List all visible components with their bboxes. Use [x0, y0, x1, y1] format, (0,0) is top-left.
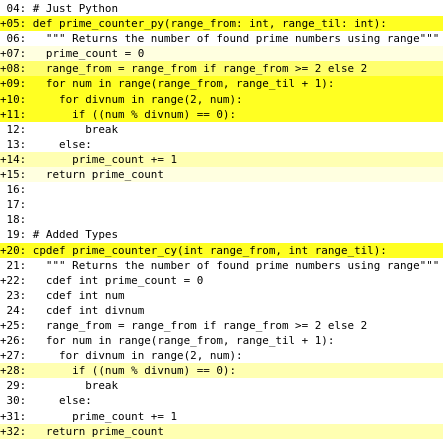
- line-code: for divnum in range(2, num):: [26, 349, 243, 363]
- code-line[interactable]: +15: return prime_count: [0, 167, 443, 183]
- line-code: prime_count = 0: [26, 47, 145, 61]
- line-number: 17:: [0, 198, 27, 212]
- line-number: +27:: [0, 349, 27, 363]
- line-number: 23:: [0, 288, 27, 302]
- code-line[interactable]: +10: for divnum in range(2, num):: [0, 91, 443, 107]
- code-line[interactable]: +25: range_from = range_from if range_fr…: [0, 318, 443, 333]
- line-code: prime_count += 1: [26, 409, 178, 423]
- line-number: +22:: [0, 273, 27, 287]
- code-line[interactable]: +08: range_from = range_from if range_fr…: [0, 61, 443, 77]
- line-code: # Just Python: [26, 2, 119, 15]
- code-line[interactable]: +05: def prime_counter_py(range_from: in…: [0, 16, 443, 32]
- line-code: cdef int prime_count = 0: [26, 273, 204, 287]
- line-code: # Added Types: [26, 228, 119, 242]
- line-number: 06:: [0, 32, 27, 46]
- line-code: for num in range(range_from, range_til +…: [26, 334, 335, 348]
- code-line[interactable]: 24: cdef int divnum: [0, 303, 443, 318]
- line-code: break: [26, 379, 119, 393]
- line-number: +20:: [0, 243, 27, 257]
- code-line[interactable]: 17:: [0, 197, 443, 212]
- line-code: cpdef prime_counter_cy(int range_from, i…: [26, 243, 387, 257]
- code-line[interactable]: 21: """ Returns the number of found prim…: [0, 258, 443, 273]
- line-number: +08:: [0, 62, 27, 76]
- line-number: 21:: [0, 258, 27, 272]
- code-line[interactable]: +09: for num in range(range_from, range_…: [0, 76, 443, 92]
- line-number: +28:: [0, 364, 27, 378]
- line-code: cdef int divnum: [26, 303, 145, 317]
- line-code: break: [26, 122, 119, 136]
- line-code: for num in range(range_from, range_til +…: [26, 77, 335, 91]
- code-line[interactable]: +28: if ((num % divnum) == 0):: [0, 363, 443, 379]
- code-line[interactable]: 19: # Added Types: [0, 227, 443, 242]
- code-line[interactable]: 12: break: [0, 122, 443, 137]
- line-number: 29:: [0, 379, 27, 393]
- code-line[interactable]: 23: cdef int num: [0, 288, 443, 303]
- line-code: for divnum in range(2, num):: [26, 92, 243, 106]
- line-code: """ Returns the number of found prime nu…: [26, 258, 440, 272]
- code-line[interactable]: +31: prime_count += 1: [0, 409, 443, 424]
- line-number: +14:: [0, 152, 27, 166]
- code-line[interactable]: +32: return prime_count: [0, 423, 443, 439]
- line-code: else:: [26, 394, 92, 408]
- line-code: def prime_counter_py(range_from: int, ra…: [26, 17, 387, 31]
- line-number: +25:: [0, 318, 27, 332]
- line-code: return prime_count: [26, 424, 164, 438]
- code-line[interactable]: +26: for num in range(range_from, range_…: [0, 333, 443, 348]
- line-number: 24:: [0, 303, 27, 317]
- code-line[interactable]: 18:: [0, 212, 443, 227]
- code-line[interactable]: +27: for divnum in range(2, num):: [0, 348, 443, 363]
- code-line[interactable]: 29: break: [0, 378, 443, 393]
- code-line[interactable]: 13: else:: [0, 137, 443, 152]
- line-number: +05:: [0, 17, 27, 31]
- code-line[interactable]: +07: prime_count = 0: [0, 46, 443, 62]
- line-code: range_from = range_from if range_from >=…: [26, 62, 368, 76]
- line-number: 18:: [0, 213, 27, 227]
- line-number: +11:: [0, 107, 27, 121]
- code-line[interactable]: +11: if ((num % divnum) == 0):: [0, 106, 443, 122]
- line-number: 13:: [0, 137, 27, 151]
- code-line[interactable]: 04: # Just Python: [0, 1, 443, 16]
- line-number: +26:: [0, 334, 27, 348]
- code-line[interactable]: +22: cdef int prime_count = 0: [0, 273, 443, 288]
- line-code: if ((num % divnum) == 0):: [26, 107, 237, 121]
- line-number: 12:: [0, 122, 27, 136]
- code-line[interactable]: +14: prime_count += 1: [0, 151, 443, 168]
- code-line[interactable]: 30: else:: [0, 393, 443, 408]
- line-code: prime_count += 1: [26, 152, 178, 166]
- line-number: +31:: [0, 409, 27, 423]
- line-number: 04:: [0, 2, 27, 15]
- line-code: if ((num % divnum) == 0):: [26, 364, 237, 378]
- line-number: +15:: [0, 168, 27, 182]
- code-line[interactable]: +20: cpdef prime_counter_cy(int range_fr…: [0, 242, 443, 258]
- line-number: +07:: [0, 47, 27, 61]
- code-line[interactable]: 16:: [0, 182, 443, 197]
- line-code: return prime_count: [26, 168, 164, 182]
- line-code: """ Returns the number of found prime nu…: [26, 32, 440, 46]
- line-code: range_from = range_from if range_from >=…: [26, 318, 368, 332]
- line-code: else:: [26, 137, 92, 151]
- code-line[interactable]: 06: """ Returns the number of found prim…: [0, 31, 443, 46]
- line-number: 19:: [0, 228, 27, 242]
- line-number: +09:: [0, 77, 27, 91]
- line-number: 30:: [0, 394, 27, 408]
- line-code: cdef int num: [26, 288, 125, 302]
- line-number: +32:: [0, 424, 27, 438]
- line-number: +10:: [0, 92, 27, 106]
- line-number: 16:: [0, 183, 27, 197]
